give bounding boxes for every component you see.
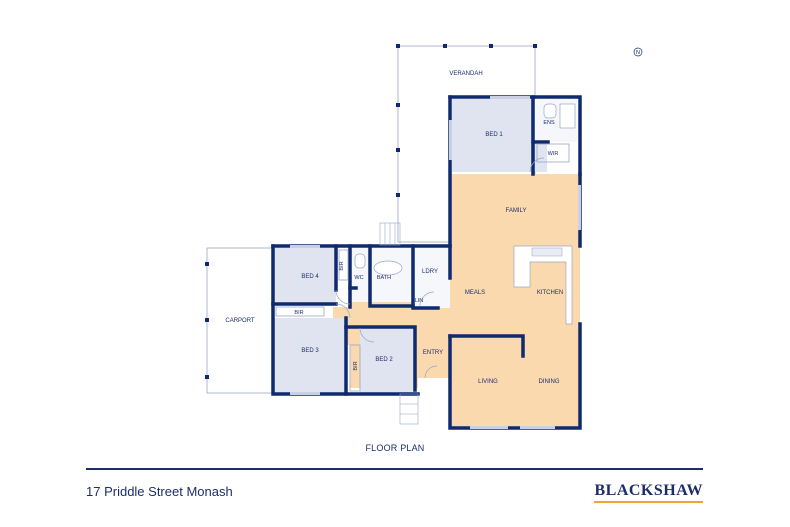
room-bed3: BED 3 — [301, 348, 319, 354]
property-address: 17 Priddle Street Monash — [86, 484, 233, 499]
svg-text:N: N — [636, 50, 640, 56]
room-bir-bed2: BIR — [353, 361, 359, 370]
room-kitchen: KITCHEN — [537, 290, 563, 296]
room-verandah: VERANDAH — [449, 71, 482, 77]
compass-icon: N — [633, 47, 643, 57]
room-ldry: LDRY — [422, 269, 438, 275]
room-family: FAMILY — [506, 208, 527, 214]
room-wc: WC — [354, 275, 363, 281]
room-dining: DINING — [539, 379, 560, 385]
room-meals: MEALS — [465, 290, 485, 296]
room-wir: WIR — [548, 151, 559, 157]
room-bed4: BED 4 — [301, 274, 319, 280]
room-ens: ENS — [543, 120, 555, 126]
room-carport: CARPORT — [225, 318, 255, 324]
room-bir-bed4: BIR — [339, 261, 345, 270]
room-bed1: BED 1 — [485, 132, 503, 138]
room-entry: ENTRY — [423, 350, 443, 356]
room-bed2: BED 2 — [375, 357, 393, 363]
floor-plan-title: FLOOR PLAN — [365, 443, 425, 453]
brand-logo: BLACKSHAW — [594, 482, 703, 503]
divider — [86, 468, 703, 470]
room-bir-bed3: BIR — [294, 310, 303, 316]
room-bath: BATH — [377, 275, 391, 281]
room-living: LIVING — [478, 379, 498, 385]
room-lin: LIN — [415, 298, 424, 304]
